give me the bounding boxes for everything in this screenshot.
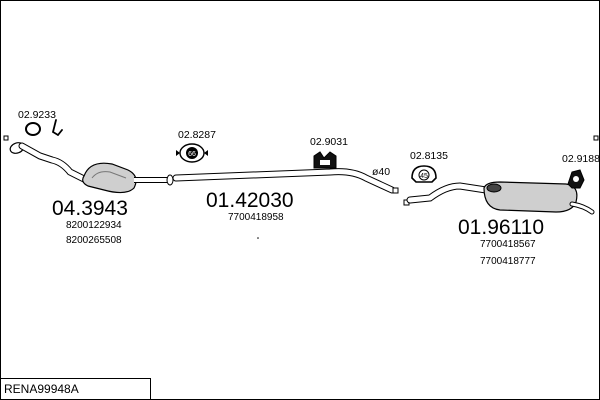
rear-silencer-oem-2: 7700418777: [480, 256, 536, 267]
catalytic-converter-oem-2: 8200265508: [66, 235, 122, 246]
rear-silencer-assembly[interactable]: [403, 181, 595, 215]
edge-marker-left: [3, 135, 9, 141]
rubber-mount-2-code: 02.9188: [562, 153, 600, 165]
rubber-mount-2-fitting[interactable]: 02.9188: [562, 153, 600, 189]
stray-dot: [257, 237, 259, 239]
catalytic-converter-code: 04.3943: [52, 197, 128, 220]
rear-silencer-label: 01.96110 7700418567 7700418777: [458, 216, 544, 267]
converter-outlet-flange: [166, 174, 174, 186]
catalytic-converter-assembly[interactable]: [9, 141, 174, 194]
middle-pipe-oem-1: 7700418958: [228, 212, 284, 223]
clamp-icon: [51, 119, 63, 136]
rubber-mount-1-fitting[interactable]: 02.9031: [310, 136, 348, 169]
middle-clamp-fitting[interactable]: 66 02.8287: [176, 129, 216, 163]
edge-marker-right: [593, 135, 599, 141]
rear-silencer-body: [483, 181, 578, 213]
middle-pipe-code: 01.42030: [206, 189, 294, 212]
rubber-ring-code: 02.8135: [410, 150, 448, 162]
rubber-ring-fitting[interactable]: 45 02.8135: [410, 150, 448, 183]
rear-silencer-code: 01.96110: [458, 216, 544, 239]
converter-body: [82, 162, 137, 194]
front-clamp-code: 02.9233: [18, 109, 56, 121]
pipe-diameter-label: ø40: [372, 166, 390, 178]
middle-clamp-code: 02.8287: [178, 129, 216, 141]
middle-clamp-badge: 66: [188, 151, 196, 158]
middle-pipe-end: [392, 187, 399, 194]
rear-silencer-oem-1: 7700418567: [480, 239, 536, 250]
catalytic-converter-oem-1: 8200122934: [66, 220, 122, 231]
front-clamp-fitting[interactable]: 02.9233: [18, 109, 63, 136]
middle-pipe-label: 01.42030 7700418958: [206, 189, 294, 223]
gasket-icon: [25, 122, 41, 136]
reference-code: RENA99948A: [4, 382, 79, 396]
rubber-ring-badge: 45: [420, 173, 428, 180]
middle-pipe-assembly[interactable]: [172, 168, 399, 194]
rubber-mount-1-code: 02.9031: [310, 136, 348, 148]
catalytic-converter-label: 04.3943 8200122934 8200265508: [52, 197, 128, 246]
